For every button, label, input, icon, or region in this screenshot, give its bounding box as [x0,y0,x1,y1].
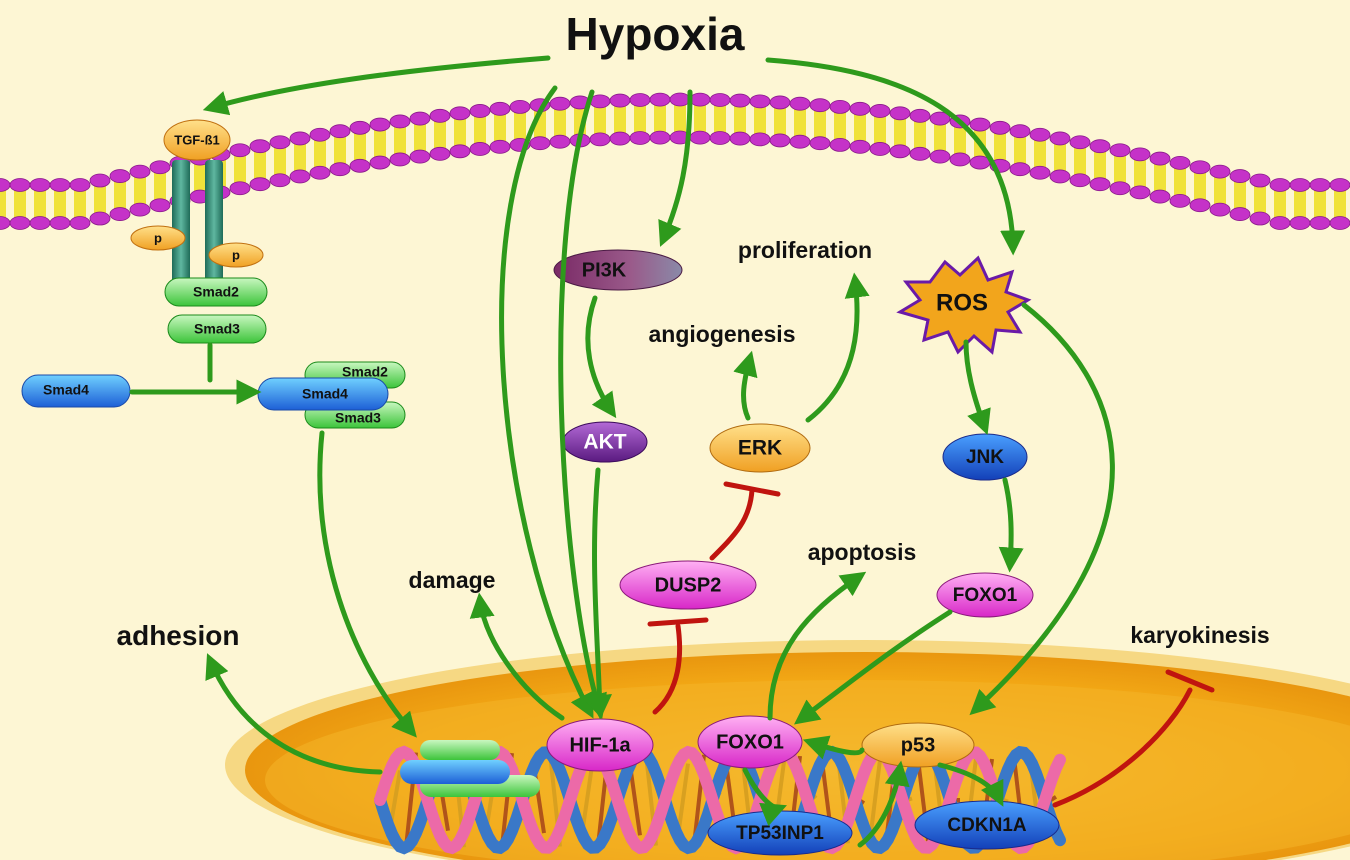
node-foxo1-cyto: FOXO1 [936,572,1034,618]
label-damage: damage [409,567,496,593]
arrow-hif1a-damage [469,592,565,721]
node-tgf: TGF-ß1 [163,119,231,161]
node-dusp2: DUSP2 [619,560,757,610]
inhibit-bar-dusp2 [647,617,709,627]
foxo1-cyto-label: FOXO1 [953,585,1018,606]
node-smad4-left: Smad4 [21,374,131,408]
smad4-left-label: Smad4 [43,382,89,398]
arrow-hypoxia-ros [765,57,1026,256]
smad3-complex-label: Smad3 [335,410,381,426]
inhibition-edges [647,481,1215,808]
label-apoptosis: apoptosis [808,539,917,565]
p53-label: p53 [901,734,935,756]
cdkn1a-label: CDKN1A [947,815,1026,836]
arrow-hypoxia-hif1a-b [558,89,607,720]
tgf-label: TGF-ß1 [174,132,220,147]
node-pi3k: PI3K [553,249,683,291]
node-smad3-top: Smad3 [167,314,267,344]
arrow-jnk-foxo1 [998,477,1024,573]
node-p1: p [130,225,186,251]
node-erk: ERK [709,423,811,473]
node-hif1a: HIF-1a [546,718,654,772]
inhibit-bar-karyokinesis [1165,669,1215,693]
node-smad2-top: Smad2 [164,277,268,307]
node-jnk: JNK [942,433,1028,481]
akt-label: AKT [583,431,626,454]
inhibit-cdkn1a-karyokinesis [1052,687,1193,808]
arrow-foxo1-foxo1 [794,609,953,725]
label-karyokinesis: karyokinesis [1130,622,1269,648]
node-p2: p [208,242,264,268]
p1-label: p [154,230,162,245]
arrow-erk-proliferation [805,272,870,423]
label-angiogenesis: angiogenesis [649,321,796,347]
smad2-complex-label: Smad2 [342,364,388,380]
pi3k-label: PI3K [582,259,627,281]
dna-bound-smad [400,740,540,797]
erk-label: ERK [738,437,782,460]
inhibit-hif1a-dusp2 [652,623,683,715]
arrow-foxo1-apoptosis [767,571,867,721]
node-tp53inp1: TP53INP1 [707,810,853,856]
node-p53: p53 [861,722,975,768]
smad4-complex-label: Smad4 [302,386,348,402]
arrow-p53-foxo1 [802,735,865,760]
arrow-hypoxia-pi3k [658,89,693,247]
arrow-p53-cdkn1a [937,762,1004,807]
label-proliferation: proliferation [738,237,872,263]
node-foxo1-nuc: FOXO1 [697,715,803,769]
ros-label: ROS [936,289,988,316]
inhibit-dusp2-erk [709,487,755,561]
hif1a-label: HIF-1a [569,734,631,756]
node-cdkn1a: CDKN1A [914,800,1060,850]
tp53inp1-label: TP53INP1 [736,823,824,844]
dusp2-label: DUSP2 [655,574,722,596]
node-ros: ROS [896,255,1032,355]
arrow-foxo1-tp53inp1 [742,767,787,827]
smad2-top-label: Smad2 [193,284,239,300]
label-adhesion: adhesion [117,620,240,651]
arrow-erk-angiogenesis [733,350,758,421]
arrow-ros-p53 [969,302,1115,716]
activation-arrows [129,55,1115,848]
arrow-akt-hif1a [587,467,613,720]
arrow-hypoxia-hif1a-a [499,85,594,719]
title-hypoxia: Hypoxia [566,8,745,60]
cell-membrane [0,92,1350,230]
arrow-complex-dna [317,430,417,738]
arrow-ros-jnk [963,339,991,436]
arrow-dna-adhesion [205,653,383,775]
arrow-tp53inp1-p53 [857,760,910,848]
p2-label: p [232,247,240,262]
jnk-label: JNK [966,447,1004,468]
foxo1-nuc-label: FOXO1 [716,731,784,753]
smad3-top-label: Smad3 [194,321,240,337]
arrow-hypoxia-tgf [202,55,551,116]
inhibit-bar-erk [723,481,781,497]
node-akt: AKT [562,421,648,463]
node-smad-complex: Smad2 Smad4 Smad3 [257,361,406,429]
arrow-pi3k-akt [585,295,617,419]
